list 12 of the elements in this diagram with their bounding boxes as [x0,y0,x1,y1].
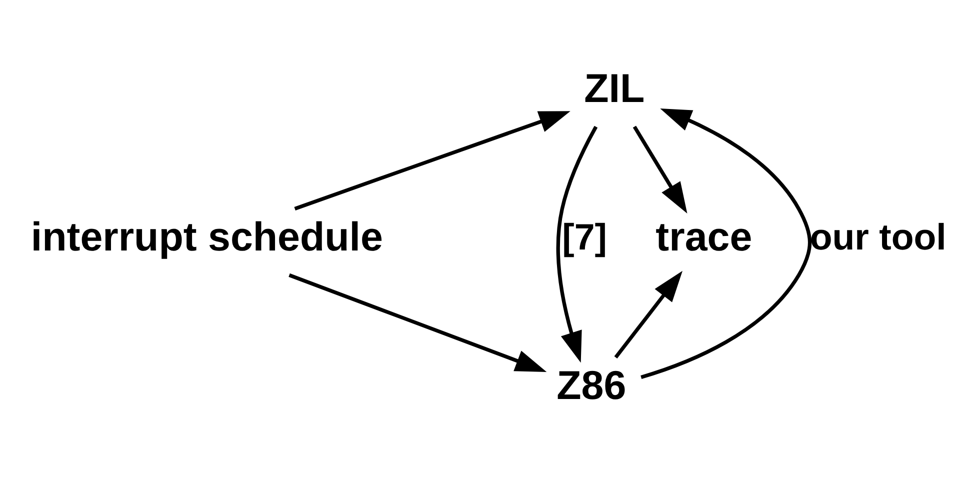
arrow [294,111,570,210]
edge-label: our tool [810,216,946,258]
arrow [614,270,682,359]
node-text: Z86 [556,362,626,408]
node-text: trace [656,213,752,260]
node-text: interrupt schedule [30,213,383,260]
node-text: ZIL [584,64,645,111]
arrow [632,126,688,214]
arrow [640,108,812,379]
arrow [556,126,598,363]
edge-label: [7] [562,216,607,258]
arrow [288,273,547,372]
